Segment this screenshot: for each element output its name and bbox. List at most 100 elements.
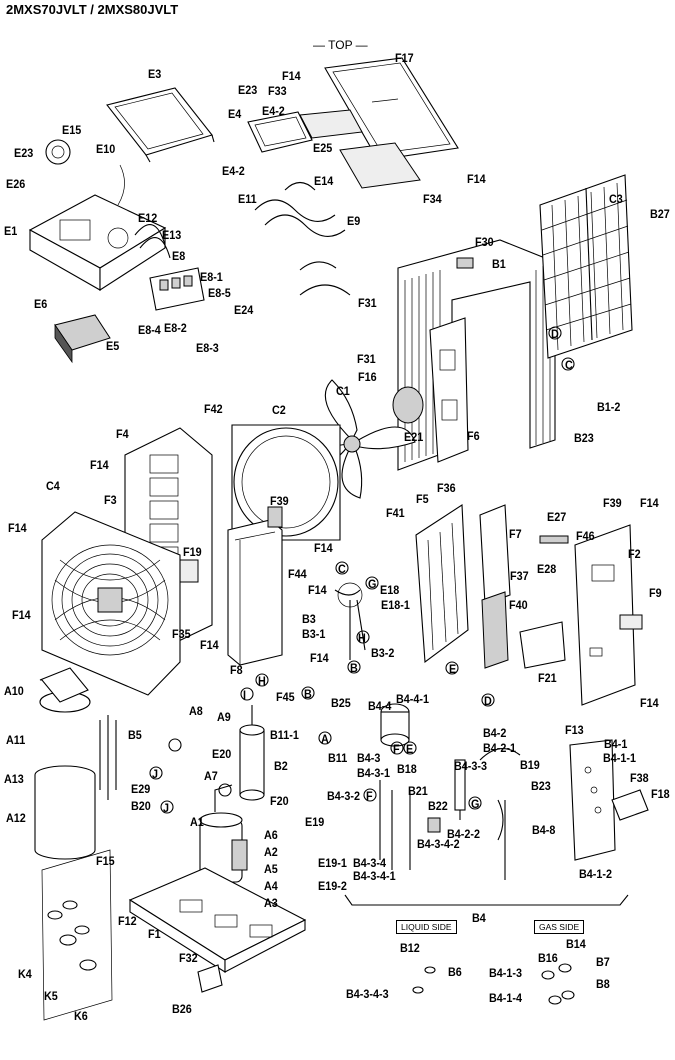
part-label: A9 [217,710,231,724]
compressor-drawing [199,784,248,883]
part-label: B3 [302,612,316,626]
part-label: E28 [537,562,557,576]
part-label: F1 [148,927,161,941]
part-label: F14 [308,583,327,597]
part-label: B4-3-4-1 [353,869,396,883]
part-label: A1 [190,815,204,829]
part-label: F7 [509,527,522,541]
part-label: A13 [4,772,24,786]
part-label: B4-4-1 [396,692,430,706]
part-label: F14 [200,638,219,652]
part-label: E11 [238,192,257,206]
part-label: A11 [6,733,26,747]
part-label: B4-3-3 [454,759,488,773]
part-label: B23 [531,779,551,793]
part-label: B11-1 [270,728,299,742]
accumulator-drawing [239,705,265,801]
part-label: B26 [172,1002,192,1016]
part-label: E4-2 [262,104,285,118]
part-label: F14 [314,541,333,555]
part-label: B14 [566,937,586,951]
part-label: F46 [576,529,595,543]
part-label: F41 [386,506,405,520]
part-label: F14 [8,521,27,535]
part-label: C1 [336,384,350,398]
part-label: B21 [408,784,428,798]
part-label: F5 [416,492,429,506]
part-label: F13 [565,723,584,737]
part-label: B1-2 [597,400,621,414]
part-label: F31 [358,296,377,310]
part-label: E12 [138,211,158,225]
part-label: F14 [467,172,486,186]
part-label: E19-2 [318,879,347,893]
part-label: E8-3 [196,341,219,355]
diagram-title: 2MXS70JVLT / 2MXS80JVLT [6,2,179,17]
part-label: F14 [282,69,301,83]
part-label: E3 [148,67,162,81]
part-label: F8 [230,663,243,677]
part-label: F14 [640,496,659,510]
part-label: A [321,732,329,746]
part-label: F38 [630,771,649,785]
part-label: K5 [44,989,58,1003]
part-label: B4-3-1 [357,766,391,780]
partition-plate-drawing [415,504,469,664]
part-label: E8-2 [164,321,187,335]
part-label: F39 [270,494,289,508]
part-label: F32 [179,951,198,965]
part-label: E27 [547,510,567,524]
part-label: A7 [204,769,218,783]
part-label: E26 [6,177,26,191]
part-label: C4 [46,479,60,493]
part-label: F30 [475,235,494,249]
part-label: B4-2-2 [447,827,481,841]
part-label: C [565,358,573,372]
part-label: C [338,562,346,576]
part-label: A4 [264,879,278,893]
part-label: F42 [204,402,223,416]
part-label: B4-4 [368,699,392,713]
part-label: B20 [131,799,151,813]
top-cover-drawing [106,87,215,163]
part-label: F14 [12,608,31,622]
part-label: E6 [34,297,48,311]
part-label: D [484,694,492,708]
part-label: E18 [380,583,400,597]
part-label: E23 [14,146,34,160]
part-label: F44 [288,567,307,581]
part-label: F21 [538,671,557,685]
part-label: F6 [467,429,480,443]
part-label: B27 [650,207,670,221]
part-label: E9 [347,214,361,228]
part-label: F45 [276,690,295,704]
part-label: B4-1-2 [579,867,613,881]
part-label: D [551,327,559,341]
part-label: B3-2 [371,646,395,660]
part-label: F12 [118,914,137,928]
part-label: E21 [404,430,424,444]
part-label: B8 [596,977,610,991]
part-label: E4 [228,107,242,121]
front-panel-drawing [227,519,283,666]
right-side-panel-drawing [574,524,636,706]
rear-grille-drawing [539,174,633,359]
part-label: E18-1 [381,598,410,612]
part-label: F20 [270,794,289,808]
part-label: B4-1-1 [603,751,637,765]
part-label: B25 [331,696,351,710]
part-label: B22 [428,799,448,813]
part-label: K6 [74,1009,88,1023]
part-label: B4-8 [532,823,556,837]
part-label: B4-2 [483,726,507,740]
part-label: F14 [640,696,659,710]
part-label: E [449,662,457,676]
part-label: F17 [395,51,414,65]
part-label: A12 [6,811,26,825]
part-label: B2 [274,759,288,773]
part-label: B1 [492,257,506,271]
part-label: F39 [603,496,622,510]
part-label: F31 [357,352,376,366]
liquid-side-label: LIQUID SIDE [396,920,457,934]
part-label: E20 [212,747,232,761]
